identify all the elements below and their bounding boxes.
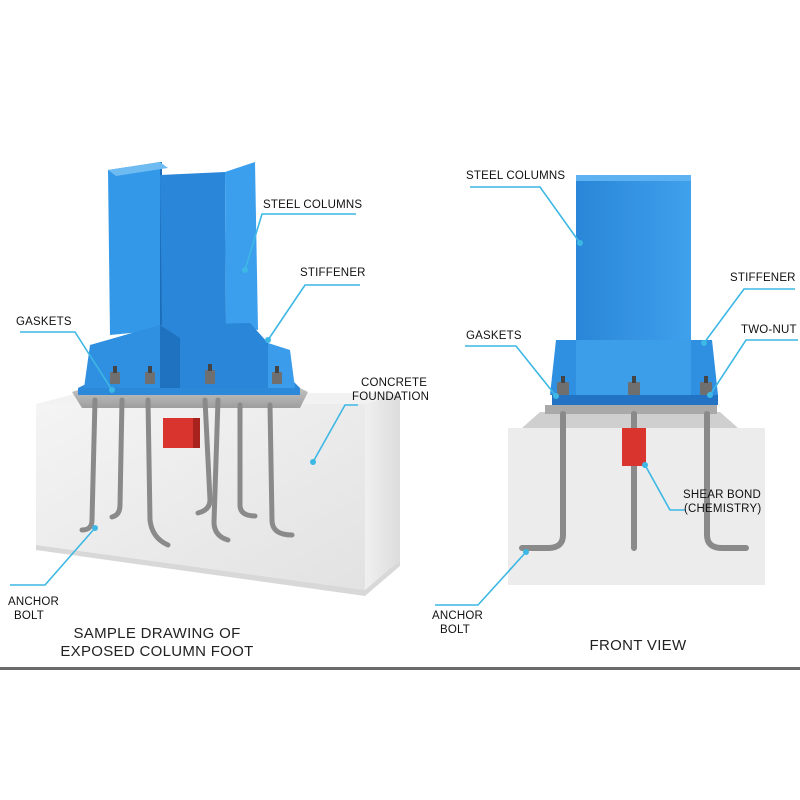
- anchor-bolts: [79, 397, 295, 548]
- label-anchor-bolt-line1: ANCHOR: [8, 596, 59, 608]
- base-plate-front: [545, 405, 717, 414]
- caption-front-view: FRONT VIEW: [590, 637, 687, 654]
- concrete-foundation-block: [36, 393, 400, 596]
- labels-left: STEEL COLUMNS STIFFENER GASKETS CONCRETE…: [8, 199, 429, 660]
- shear-key-front: [622, 428, 646, 466]
- steel-column-front: [576, 175, 691, 340]
- label-concrete-foundation-line1: CONCRETE: [361, 377, 427, 389]
- label-shear-bond-line2: (CHEMISTRY): [684, 503, 761, 515]
- leader-lines: [10, 186, 798, 606]
- label-anchor-bolt-front-line1: ANCHOR: [432, 610, 483, 622]
- label-stiffener-front: STIFFENER: [730, 272, 796, 284]
- label-two-nut: TWO-NUT: [741, 324, 797, 336]
- label-shear-bond-line1: SHEAR BOND: [683, 489, 761, 501]
- left-3d-view: [36, 162, 400, 596]
- stiffeners: [84, 323, 295, 388]
- right-front-view: [508, 175, 765, 585]
- shear-key: [163, 418, 195, 448]
- label-stiffener: STIFFENER: [300, 267, 366, 279]
- label-anchor-bolt-line2: BOLT: [14, 610, 44, 622]
- caption-left-line2: EXPOSED COLUMN FOOT: [60, 643, 253, 660]
- label-concrete-foundation-line2: FOUNDATION: [352, 391, 429, 403]
- caption-left-line1: SAMPLE DRAWING OF: [73, 625, 240, 642]
- label-steel-columns-front: STEEL COLUMNS: [466, 170, 565, 182]
- label-gaskets-front: GASKETS: [466, 330, 522, 342]
- labels-right: STEEL COLUMNS STIFFENER TWO-NUT GASKETS …: [432, 170, 797, 654]
- label-gaskets: GASKETS: [16, 316, 72, 328]
- bottom-divider: [0, 667, 800, 670]
- label-steel-columns: STEEL COLUMNS: [263, 199, 362, 211]
- steel-column: [108, 162, 258, 335]
- bolt-nuts: [110, 370, 282, 384]
- bolt-nuts-front: [557, 382, 712, 395]
- label-anchor-bolt-front-line2: BOLT: [440, 624, 470, 636]
